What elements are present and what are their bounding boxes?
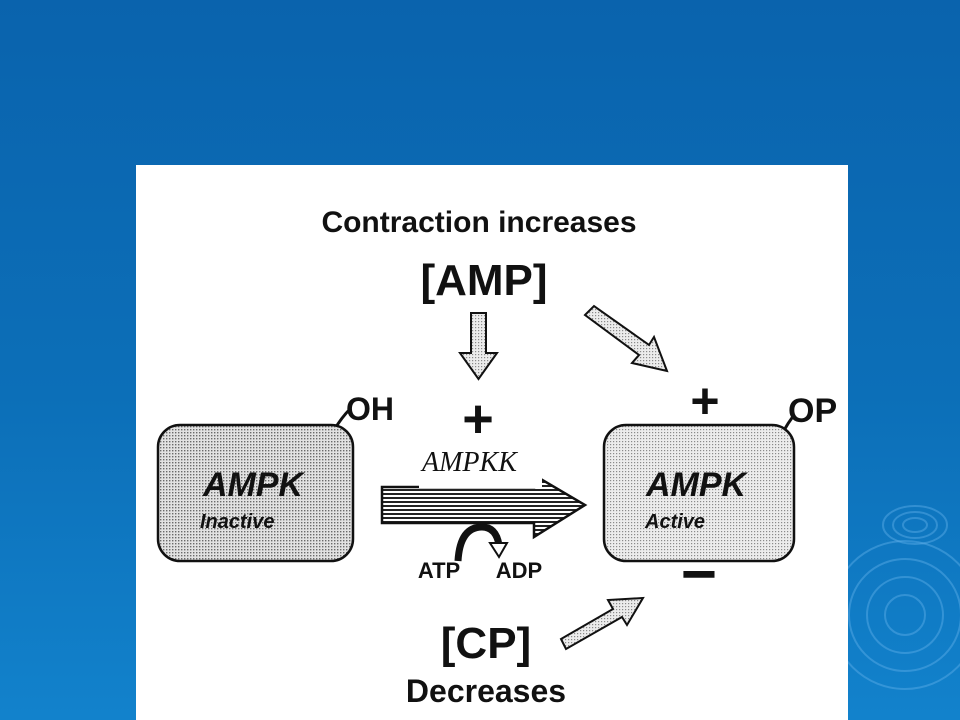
plus-left: + [462, 389, 494, 449]
atp-adp-arrowhead [488, 542, 509, 559]
ampk-active-name: AMPK [645, 466, 749, 504]
title-contraction: Contraction increases [321, 206, 636, 239]
ampk-active-box [602, 423, 796, 563]
ampk-inactive-name: AMPK [202, 466, 306, 504]
decreases-label: Decreases [406, 673, 566, 709]
cp-arrow [559, 596, 645, 651]
atp-adp-curve [454, 523, 503, 562]
amp-diagonal-arrow [583, 304, 669, 373]
diagram-panel: Contraction increases [AMP] + + OH OP AM… [136, 165, 848, 720]
minus-sign: − [681, 540, 717, 609]
op-label: OP [788, 392, 837, 430]
amp-label: [AMP] [420, 256, 547, 305]
plus-right: + [690, 373, 719, 429]
ampk-activation-diagram: Contraction increases [AMP] + + OH OP AM… [156, 206, 837, 709]
ampk-active-state: Active [644, 511, 705, 533]
ampkk-label-bg [419, 450, 542, 488]
ampk-inactive-state: Inactive [200, 511, 274, 533]
amp-down-arrow [458, 312, 499, 381]
ampk-inactive-box [156, 423, 355, 563]
adp-label: ADP [496, 558, 542, 583]
atp-label: ATP [418, 558, 460, 583]
ampkk-label: AMPKK [420, 447, 518, 478]
oh-label: OH [346, 391, 394, 427]
cp-label: [CP] [441, 619, 531, 668]
